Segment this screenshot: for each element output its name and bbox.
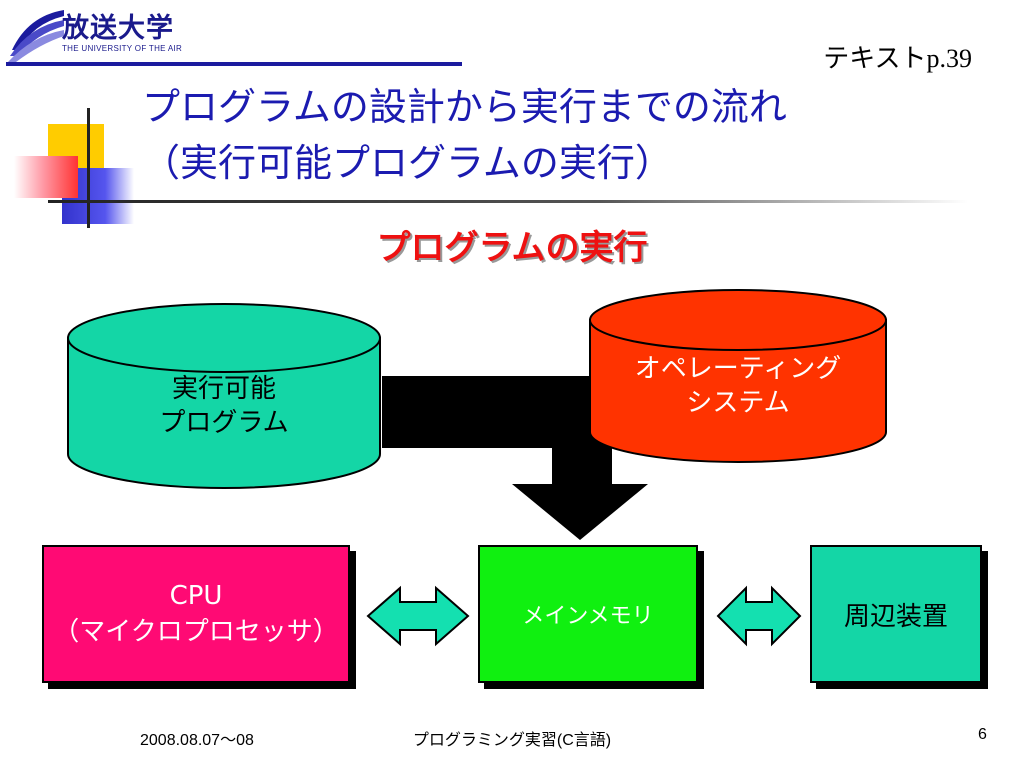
slide-subtitle: プログラムの実行 — [376, 228, 648, 268]
cpu-sublabel: （マイクロプロセッサ） — [53, 617, 339, 647]
header-rule — [6, 62, 462, 66]
executable-label: 実行可能 プログラム — [68, 372, 380, 440]
executable-cylinder — [67, 303, 381, 489]
page-number: 6 — [978, 726, 987, 743]
main-memory-label: メインメモリ — [522, 604, 654, 629]
logo-text: 放送大学 — [62, 13, 174, 44]
title-underline — [48, 200, 968, 203]
footer-date: 2008.08.07～08 — [140, 732, 254, 749]
cpu-label: CPU — [169, 581, 223, 611]
executable-label-line2: プログラム — [159, 408, 289, 438]
decor-red-square — [14, 156, 78, 198]
decor-vertical-line — [87, 108, 90, 228]
os-label: オペレーティング システム — [590, 352, 886, 420]
os-label-line1: オペレーティング — [634, 354, 842, 384]
flow-arrow — [382, 376, 648, 540]
cpu-memory-double-arrow — [366, 585, 470, 647]
peripheral-box: 周辺装置 — [810, 545, 982, 683]
logo-subtext: THE UNIVERSITY OF THE AIR — [62, 44, 183, 53]
footer-course: プログラミング実習(C言語) — [412, 732, 612, 749]
memory-peripheral-double-arrow — [716, 585, 802, 647]
os-cylinder — [589, 289, 887, 463]
text-page-reference: テキストp.39 — [823, 44, 972, 73]
university-logo — [8, 10, 64, 62]
slide-title-line2: （実行可能プログラムの実行） — [142, 141, 673, 185]
slide-title-line1: プログラムの設計から実行までの流れ — [142, 85, 787, 129]
os-label-line2: システム — [686, 388, 790, 418]
peripheral-label: 周辺装置 — [843, 601, 948, 632]
cpu-box: CPU （マイクロプロセッサ） — [42, 545, 350, 683]
executable-label-line1: 実行可能 — [171, 374, 276, 404]
main-memory-box: メインメモリ — [478, 545, 698, 683]
